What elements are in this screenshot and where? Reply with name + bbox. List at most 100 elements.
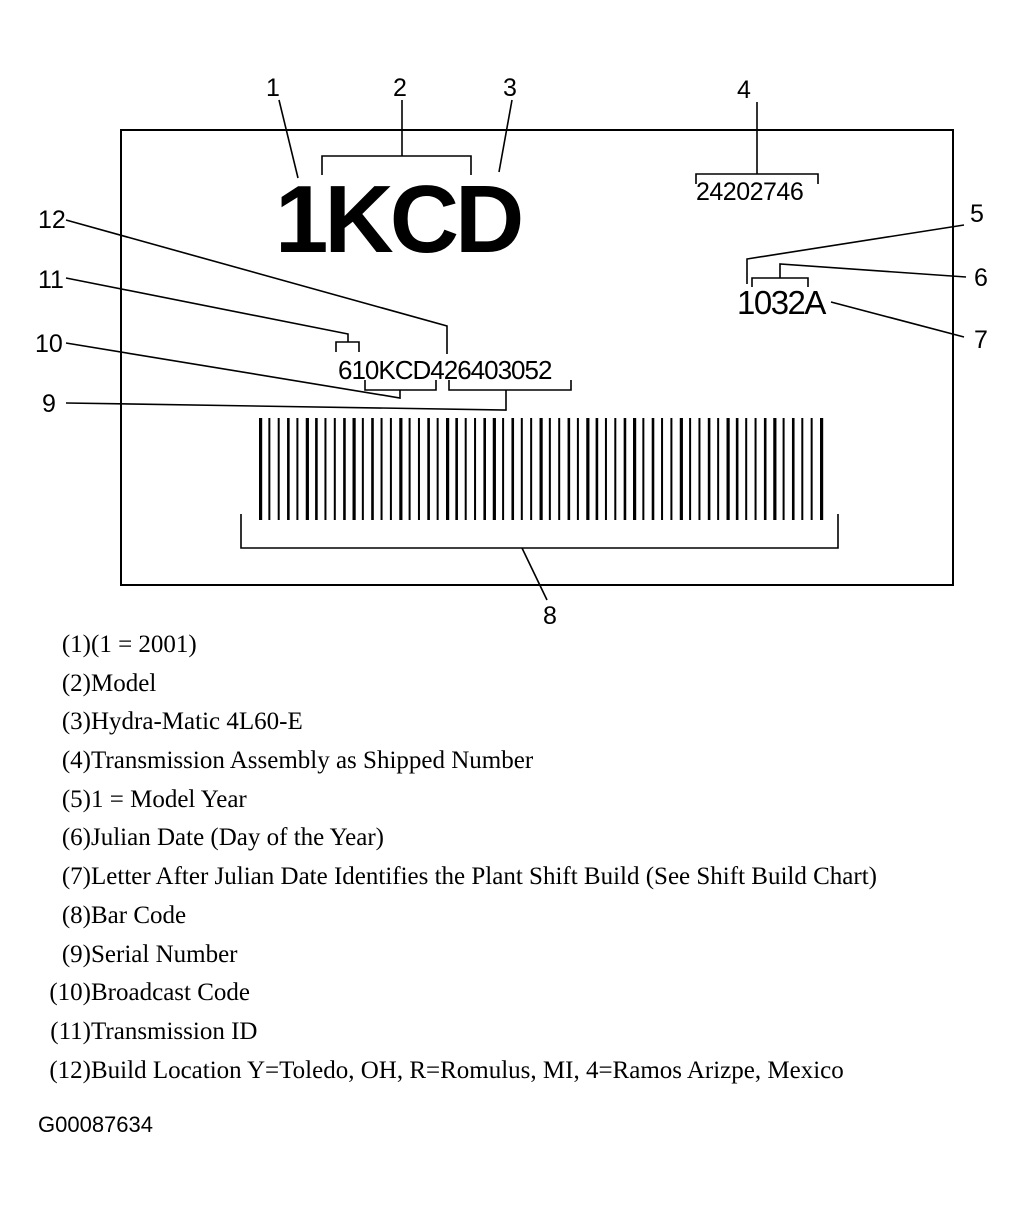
legend-text: Hydra-Matic 4L60-E (91, 708, 303, 736)
legend-list: (1)(1 = 2001) (2)Model (3)Hydra-Matic 4L… (36, 626, 1016, 1090)
legend-number: (10) (49, 979, 91, 1007)
barcode-bar (604, 418, 607, 520)
assembly-number: 24202746 (696, 178, 803, 206)
bracket-11 (335, 341, 360, 352)
leader-1 (278, 99, 299, 179)
barcode-bar (427, 418, 430, 520)
legend-number: (5) (61, 785, 91, 813)
barcode-bar (698, 418, 701, 520)
label-plate (120, 129, 954, 586)
legend-item: (4)Transmission Assembly as Shipped Numb… (36, 742, 1016, 781)
leader-5 (746, 224, 965, 284)
legend-number: (2) (61, 669, 91, 697)
barcode-bar (259, 418, 263, 520)
legend-item: (10)Broadcast Code (36, 974, 1016, 1013)
barcode-bar (408, 418, 411, 520)
legend-item: (9)Serial Number (36, 936, 1016, 975)
callout-9: 9 (42, 390, 56, 418)
legend-number: (4) (61, 747, 91, 775)
legend-item: (12)Build Location Y=Toledo, OH, R=Romul… (36, 1052, 1016, 1091)
barcode-bar (464, 418, 467, 520)
leader-11 (65, 277, 349, 342)
barcode-bar (717, 418, 720, 520)
barcode-bar (277, 418, 280, 520)
callout-10: 10 (35, 330, 63, 358)
barcode-bar (642, 418, 645, 520)
barcode-bar (492, 418, 496, 520)
legend-item: (11)Transmission ID (36, 1013, 1016, 1052)
legend-number: (12) (49, 1056, 91, 1084)
barcode-bar (539, 418, 543, 520)
barcode-bar (651, 418, 655, 520)
legend-number: (3) (61, 708, 91, 736)
barcode-bar (436, 418, 439, 520)
leader-3 (498, 99, 513, 173)
legend-item: (2)Model (36, 665, 1016, 704)
legend-number: (7) (61, 863, 91, 891)
bracket-8 (240, 514, 839, 549)
barcode-bar (520, 418, 523, 520)
legend-text: (1 = 2001) (91, 631, 197, 658)
barcode-bar (333, 418, 336, 520)
barcode-bar (670, 418, 673, 520)
barcode-bar (801, 418, 804, 520)
barcode-bar (735, 418, 739, 520)
barcode-bar (745, 418, 748, 520)
leader-7 (830, 301, 965, 338)
barcode-bar (296, 418, 299, 520)
bracket-9 (448, 380, 572, 391)
leader-6 (779, 263, 967, 278)
barcode-bar (791, 418, 795, 520)
legend-text: Broadcast Code (91, 979, 250, 1007)
model-code: 1KCD (275, 166, 521, 273)
barcode-bar (754, 418, 757, 520)
barcode-bar (614, 418, 617, 520)
callout-11: 11 (38, 266, 64, 294)
legend-number: (9) (61, 940, 91, 968)
legend-number: (11) (50, 1017, 91, 1045)
barcode-bar (305, 418, 309, 520)
callout-numbers: 1 2 3 4 5 6 7 12 11 10 9 8 (35, 74, 988, 630)
legend-item: (8)Bar Code (36, 897, 1016, 936)
callout-6: 6 (974, 264, 988, 292)
barcode-bar (810, 418, 813, 520)
barcode-bar (707, 418, 711, 520)
legend-number: (8) (61, 901, 91, 929)
barcode-bar (558, 418, 561, 520)
legend-item: (5)1 = Model Year (36, 781, 1016, 820)
legend-item: (3)Hydra-Matic 4L60-E (36, 703, 1016, 742)
barcode-bar (352, 418, 356, 520)
barcode-bar (483, 418, 486, 520)
legend-text: Model (91, 669, 157, 697)
barcode-bar (782, 418, 785, 520)
legend-text: Bar Code (91, 901, 187, 929)
callout-2: 2 (393, 74, 407, 102)
leader-9 (65, 390, 507, 411)
legend-text: Julian Date (Day of the Year) (91, 824, 384, 852)
barcode-bar (548, 418, 551, 520)
barcode-bar (389, 418, 392, 520)
legend-item: (6)Julian Date (Day of the Year) (36, 819, 1016, 858)
barcode-bar (417, 418, 420, 520)
leader-10 (65, 342, 401, 399)
barcode-bar (586, 418, 590, 520)
figure-id: G00087634 (38, 1112, 153, 1137)
transmission-id-label-diagram: 1KCD 24202746 1032A 610KCD426403052 (35, 74, 988, 630)
legend-text: Transmission ID (91, 1017, 258, 1045)
barcode-bar (371, 418, 374, 520)
barcode-bar (502, 418, 505, 520)
legend-number: (1) (61, 631, 91, 658)
callout-3: 3 (503, 74, 517, 102)
barcode-bar (530, 418, 533, 520)
barcode-bar (576, 418, 579, 520)
barcode-bar (820, 418, 824, 520)
barcode-bar (567, 418, 571, 520)
barcode-bar (511, 418, 515, 520)
barcode-bar (633, 418, 637, 520)
bracket-2 (321, 155, 472, 175)
callout-1: 1 (266, 74, 280, 102)
legend-text: Transmission Assembly as Shipped Number (91, 747, 534, 775)
callout-8: 8 (543, 602, 557, 630)
barcode-bar (679, 418, 683, 520)
barcode-bar (399, 418, 403, 520)
